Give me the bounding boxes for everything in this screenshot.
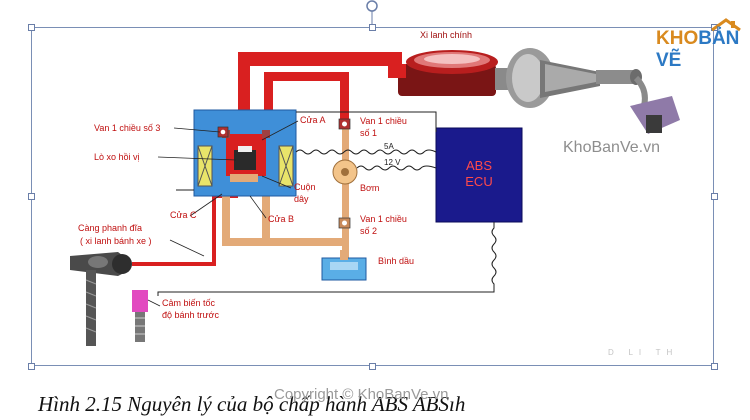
label-van-so1-l2: số 1 (360, 128, 377, 138)
signal-wires (157, 111, 497, 296)
khobanve-logo-text: KHOBẢN VẼ (656, 28, 750, 72)
frame-handle-ml[interactable] (28, 193, 35, 200)
label-cuon-day-l1: Cuộn (294, 182, 316, 192)
label-cang-phanh-l1: Càng phanh đĩa (78, 223, 142, 233)
frame-handle-br[interactable] (711, 363, 718, 370)
check-valve-2 (338, 217, 351, 229)
logo-part1: KHO (656, 28, 699, 49)
label-binh-dau: Bình dầu (378, 256, 414, 266)
label-cang-phanh-l2: ( xi lanh bánh xe ) (80, 236, 152, 246)
check-valve-1 (338, 118, 351, 130)
frame-handle-tl[interactable] (28, 24, 35, 31)
label-cuon-day-l2: dây (294, 194, 309, 204)
abs-ecu (435, 127, 523, 223)
brake-pedal (630, 75, 680, 134)
label-5a: 5A (384, 142, 394, 151)
modulator-valve-body (193, 109, 297, 197)
label-12v: 12 V (384, 158, 401, 167)
figure-caption: Hình 2.15 Nguyên lý của bộ chấp hành ABS… (38, 392, 466, 416)
brake-disc (85, 270, 97, 346)
label-van-so2-l2: số 2 (360, 226, 377, 236)
master-cylinder (398, 50, 511, 96)
label-cua-c: Cửa C (170, 210, 197, 220)
rotate-handle[interactable] (366, 0, 378, 24)
frame-handle-bm[interactable] (369, 363, 376, 370)
pump (332, 159, 358, 185)
label-van-so3: Van 1 chiều số 3 (94, 123, 160, 133)
diagram-labels: Xi lanh chính Van 1 chiều số 3 Lò xo hồi… (78, 30, 493, 320)
watermark-mid: KhoBanVe.vn (563, 139, 660, 156)
label-cua-a: Cửa A (300, 115, 326, 125)
label-cam-bien-l1: Cảm biến tốc (162, 298, 216, 308)
label-lo-xo-hoi-vi: Lò xo hồi vị (94, 152, 140, 162)
reservoir (321, 250, 367, 281)
frame-handle-mr[interactable] (711, 193, 718, 200)
watermark-faint: D L I T H (608, 348, 675, 357)
frame-handle-bl[interactable] (28, 363, 35, 370)
khobanve-logo-mark (711, 18, 741, 32)
logo-part2: BẢN VẼ (656, 28, 740, 71)
brake-caliper (70, 252, 132, 276)
label-van-so2-l1: Van 1 chiều (360, 214, 407, 224)
leader-lines (147, 120, 299, 307)
frame-handle-tm[interactable] (369, 24, 376, 31)
watermark-copyright: Copyright © KhoBanVe.vn (274, 386, 449, 403)
label-ecu-ecu: ECU (465, 174, 492, 189)
label-van-so1-l1: Van 1 chiều (360, 116, 407, 126)
label-cam-bien-l2: độ bánh trước (162, 310, 219, 320)
wheel-speed-sensor (132, 290, 148, 342)
label-xi-lanh-chinh: Xi lanh chính (420, 30, 472, 40)
brake-booster (506, 48, 642, 108)
label-cua-b: Cửa B (268, 214, 294, 224)
label-bom: Bơm (360, 183, 379, 193)
label-ecu-abs: ABS (466, 158, 492, 173)
